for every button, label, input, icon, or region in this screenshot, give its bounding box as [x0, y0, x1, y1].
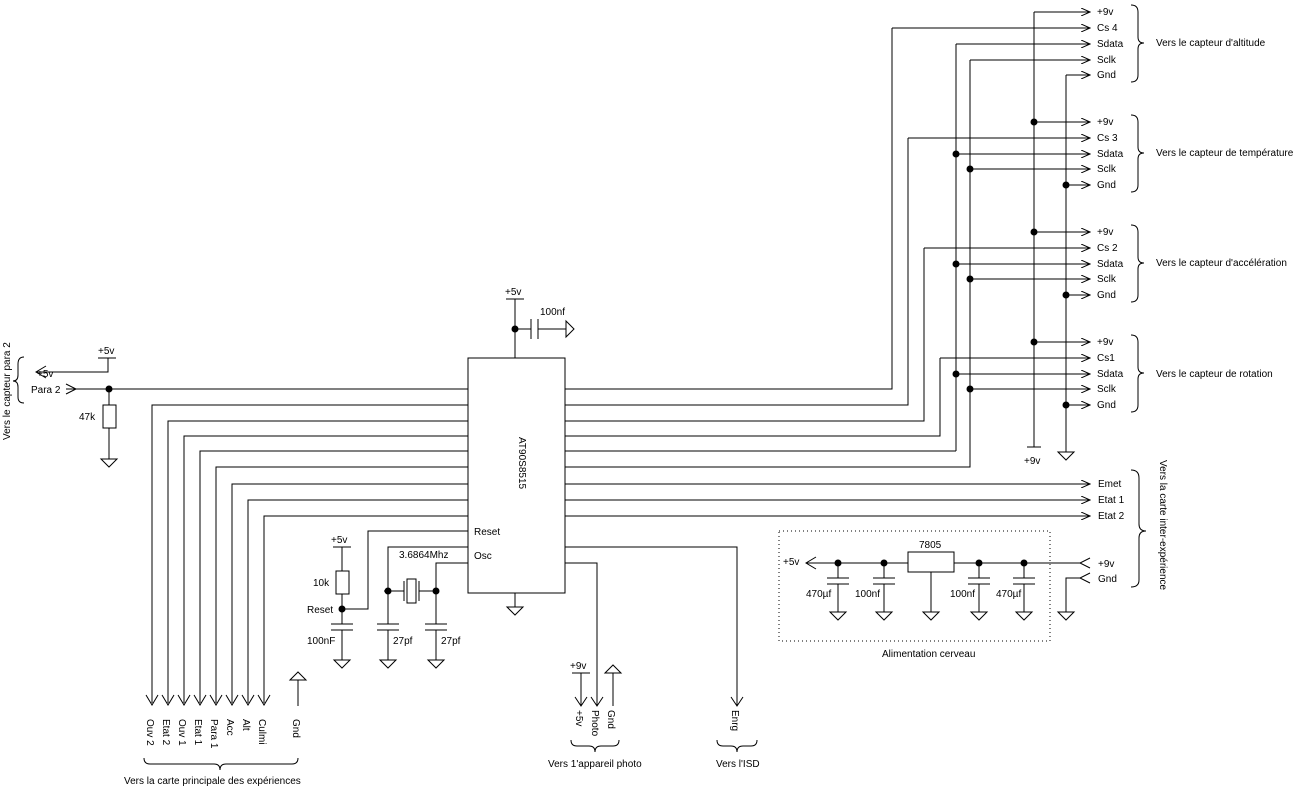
sensor-2-pin-4: Sclk	[1097, 164, 1117, 175]
sensor-4-pin-4: Sclk	[1097, 384, 1117, 395]
oscillator: 3.6864Mhz 27pf 27pf	[377, 546, 468, 669]
sensor-2-pin-3: Sdata	[1097, 149, 1124, 160]
bus-pin-8: Culmi	[256, 719, 267, 745]
top-supply-label: +5v	[505, 287, 521, 298]
para2-resistor-label: 47k	[79, 412, 96, 423]
sensor-buses: +9v +9v Cs 4 Sdata Sclk Gnd Vers le capt…	[892, 4, 1294, 467]
sensor-2-title: Vers le capteur de température	[1156, 148, 1294, 159]
crystal-label: 3.6864Mhz	[399, 550, 448, 561]
sensor-1-pin-1: +9v	[1097, 7, 1113, 18]
isd-pin: Enrg	[729, 710, 740, 731]
photo-pin-3: Gnd	[605, 710, 616, 729]
sensor-1-pin-3: Sdata	[1097, 39, 1124, 50]
ps-cap-2-label: 100nf	[855, 589, 880, 600]
reset-cap-label: 100nF	[307, 636, 335, 647]
bus-pin-4: Etat 1	[192, 719, 203, 746]
para2-input: +5v +5v Para 2 47k Vers le capteur para …	[2, 342, 468, 468]
ps-cap-3-label: 100nf	[950, 589, 975, 600]
bus-title: Vers la carte principale des expériences	[124, 776, 301, 787]
bus-pin-5: Para 1	[208, 719, 219, 749]
sensor-4-pin-3: Sdata	[1097, 369, 1124, 380]
sensor-3-title: Vers le capteur d'accélération	[1156, 258, 1287, 269]
sensor-3-pin-4: Sclk	[1097, 274, 1117, 285]
inter-pin-1: Emet	[1098, 479, 1122, 490]
isd-title: Vers l'ISD	[716, 759, 760, 770]
sensor-4-pin-5: Gnd	[1097, 400, 1116, 411]
bus-pin-3: Ouv 1	[176, 719, 187, 746]
rail-9v-label: +9v	[1024, 456, 1040, 467]
photo-pin-1: +5v	[573, 710, 584, 726]
reset-resistor-label: 10k	[313, 578, 330, 589]
ps-in-label: +9v	[1098, 559, 1114, 570]
sensor-1-pin-5: Gnd	[1097, 70, 1116, 81]
sensor-3-pin-5: Gnd	[1097, 290, 1116, 301]
chip-right-wires: Emet Etat 1 Etat 2 Vers la carte inter-e…	[565, 28, 1168, 591]
power-supply: +5v 7805 +9v Gnd 470µf 100nf	[778, 530, 1117, 660]
reset-supply-label: +5v	[331, 535, 347, 546]
sensor-1-title: Vers le capteur d'altitude	[1156, 38, 1266, 49]
sensor-4-title: Vers le capteur de rotation	[1156, 369, 1273, 380]
sensor-3-pin-3: Sdata	[1097, 259, 1124, 270]
ps-cap-4-label: 470µf	[996, 589, 1021, 600]
sensor-4-pin-2: Cs1	[1097, 353, 1115, 364]
sensor-1-pin-2: Cs 4	[1097, 23, 1118, 34]
osc-cap-left-label: 27pf	[393, 636, 413, 647]
inter-pin-2: Etat 1	[1098, 495, 1125, 506]
inter-pin-3: Etat 2	[1098, 511, 1125, 522]
sensor-3-pin-1: +9v	[1097, 227, 1113, 238]
ps-cap-1-label: 470µf	[806, 589, 831, 600]
photo-connector: +9v +5v Photo Gnd Vers 1'appareil photo	[548, 562, 642, 770]
chip-osc-pin: Osc	[474, 551, 492, 562]
chip-reset-pin: Reset	[474, 527, 500, 538]
sensor-2-pin-2: Cs 3	[1097, 133, 1118, 144]
isd-connector: Enrg Vers l'ISD	[565, 546, 760, 770]
osc-cap-right-label: 27pf	[441, 636, 461, 647]
top-cap-label: 100nf	[540, 307, 565, 318]
photo-pin-2: Photo	[589, 710, 600, 737]
bottom-bus: Ouv 2 Etat 2 Ouv 1 Etat 1 Para 1 Acc Alt…	[124, 404, 468, 787]
bus-pin-2: Etat 2	[160, 719, 171, 746]
para2-title: Vers le capteur para 2	[2, 342, 13, 440]
reset-circuit: +5v 10k Reset 100nF	[307, 530, 468, 669]
reset-node-label: Reset	[307, 605, 333, 616]
ps-regulator-label: 7805	[919, 540, 942, 551]
bus-pin-1: Ouv 2	[144, 719, 155, 746]
bus-pin-7: Alt	[240, 719, 251, 731]
sensor-2-pin-5: Gnd	[1097, 180, 1116, 191]
photo-title: Vers 1'appareil photo	[548, 759, 642, 770]
sensor-3-pin-2: Cs 2	[1097, 243, 1118, 254]
ps-gnd-label: Gnd	[1098, 574, 1117, 585]
ps-out-label: +5v	[783, 557, 799, 568]
para2-signal-label: Para 2	[31, 385, 61, 396]
bus-pin-9: Gnd	[290, 719, 301, 738]
photo-supply-label: +9v	[570, 661, 586, 672]
inter-title: Vers la carte inter-expérience	[1157, 460, 1168, 591]
sensor-4-pin-1: +9v	[1097, 337, 1113, 348]
para2-supply-top: +5v	[98, 346, 114, 357]
chip-name: AT90S8515	[516, 437, 527, 490]
sensor-2-pin-1: +9v	[1097, 117, 1113, 128]
para2-supply-label: +5v	[37, 369, 53, 380]
microcontroller: AT90S8515 Reset Osc	[467, 357, 566, 616]
top-decoupling: +5v 100nf	[505, 287, 575, 358]
sensor-1-pin-4: Sclk	[1097, 55, 1117, 66]
ps-title: Alimentation cerveau	[882, 649, 975, 660]
bus-pin-6: Acc	[224, 719, 235, 736]
